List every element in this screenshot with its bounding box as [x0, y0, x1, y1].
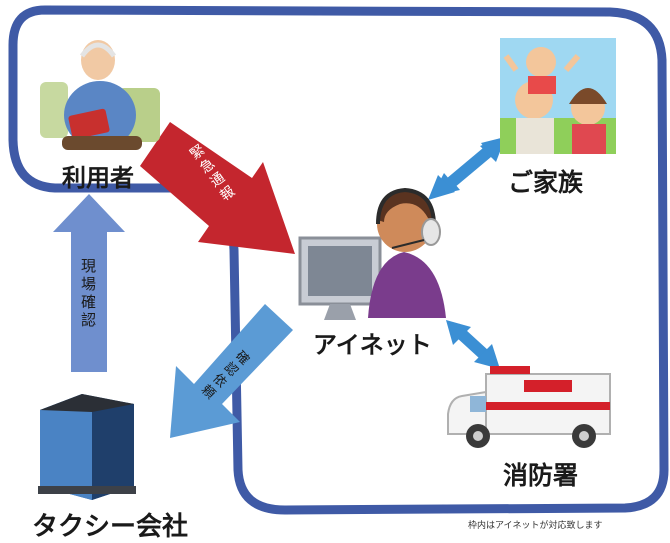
- inet-label: アイネット: [313, 331, 432, 359]
- taxi-label: タクシー会社: [32, 512, 189, 542]
- site-check-arrow: [53, 194, 125, 372]
- footnote: 枠内はアイネットが対応致します: [468, 521, 603, 531]
- confirm-request-arrow: [170, 304, 293, 438]
- fire-label: 消防署: [503, 461, 579, 490]
- family-illustration: [500, 38, 616, 154]
- service-frame: [8, 5, 669, 515]
- operator-illustration: [298, 187, 446, 320]
- user-label: 利用者: [62, 164, 134, 192]
- site-check-arrow-label: 現場確認: [79, 258, 97, 330]
- ambulance-illustration: [447, 366, 611, 448]
- family-label: ご家族: [508, 168, 584, 197]
- family-double-arrow: [428, 136, 506, 200]
- building-illustration: [38, 394, 136, 500]
- user-illustration: [40, 40, 160, 150]
- emergency-arrow: [140, 122, 295, 254]
- fire-double-arrow: [446, 320, 500, 369]
